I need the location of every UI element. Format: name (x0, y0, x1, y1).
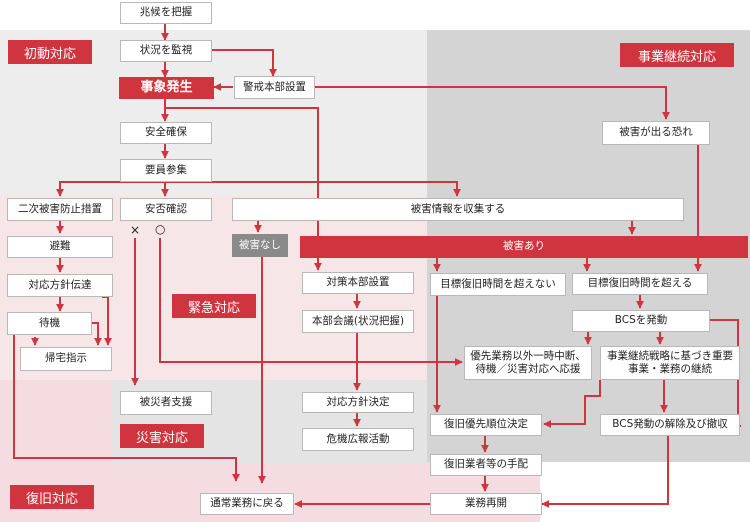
node-ensure-safety: 安全確保 (120, 122, 212, 144)
node-standby: 待機 (7, 312, 92, 335)
node-staff-assemble: 要員参集 (120, 159, 212, 182)
node-victim-support: 被災者支援 (120, 391, 212, 415)
arrow-hq-alert-to-damage-risk (315, 86, 670, 120)
node-detect-omen: 兆候を把握 (120, 2, 212, 24)
node-recovery-staff: 復旧業者等の手配 (430, 454, 542, 476)
node-monitor: 状況を監視 (120, 40, 212, 62)
label-disaster: 災害対応 (120, 424, 204, 448)
node-policy-relay: 対応方針伝達 (7, 274, 113, 297)
arrow-outbreak-to-hq-setup (164, 98, 322, 271)
node-hq-setup: 対策本部設置 (302, 272, 414, 294)
node-safety-check: 安否確認 (120, 198, 212, 221)
arrow-release-to-resume (541, 436, 669, 508)
node-bcs-release: BCS発動の解除及び撤収 (600, 414, 740, 436)
node-crisis-pr: 危機広報活動 (302, 428, 414, 451)
node-within-target: 目標復旧時間を超えない (430, 273, 566, 296)
node-collect-info: 被害情報を収集する (232, 198, 684, 221)
label-business-continuity: 事業継続対応 (620, 43, 734, 67)
arrow-staff-to-secondary (56, 181, 165, 197)
node-alert-hq: 警戒本部設置 (234, 76, 315, 99)
arrow-staff-to-info (165, 181, 461, 197)
arrow-standby-to-normal (13, 323, 240, 482)
node-evacuate: 避難 (7, 236, 113, 258)
node-priority-suspend: 優先業務以外一時中断、待機／災害対応へ応援 (464, 346, 592, 380)
mark-unsafe: × (130, 223, 141, 237)
node-hq-meeting: 本部会議(状況把握) (302, 310, 414, 333)
arrow-strategy-to-priority-order (543, 380, 601, 428)
node-outbreak: 事象発生 (119, 77, 214, 99)
node-normal-ops: 通常業務に戻る (200, 493, 294, 515)
node-response-policy: 対応方針決定 (302, 392, 414, 413)
node-recovery-priority: 復旧優先順位決定 (430, 414, 542, 436)
node-beyond-target: 目標復旧時間を超える (572, 273, 708, 295)
node-secondary-prevention: 二次被害防止措置 (7, 198, 113, 221)
node-resume-ops: 業務再開 (430, 493, 542, 515)
label-initial: 初動対応 (8, 40, 92, 64)
label-recovery: 復旧対応 (10, 485, 94, 509)
node-damage: 被害あり (300, 236, 748, 258)
arrow-monitor-to-hq-alert (212, 49, 277, 77)
node-bcs-activate: BCSを発動 (572, 310, 710, 332)
label-emergency: 緊急対応 (172, 294, 256, 318)
node-strategy-continue: 事業継続戦略に基づき重要事業・業務の継続 (600, 346, 740, 380)
node-go-home: 帰宅指示 (20, 347, 112, 371)
arrow-safe-to-priority-suspend (159, 238, 463, 366)
node-no-damage: 被害なし (232, 234, 288, 257)
arrow-relay-to-go-home (102, 296, 112, 346)
arrow-standby-to-go-home (92, 322, 102, 346)
mark-safe: ○ (155, 222, 166, 236)
node-damage-risk: 被害が出る恐れ (602, 121, 710, 145)
